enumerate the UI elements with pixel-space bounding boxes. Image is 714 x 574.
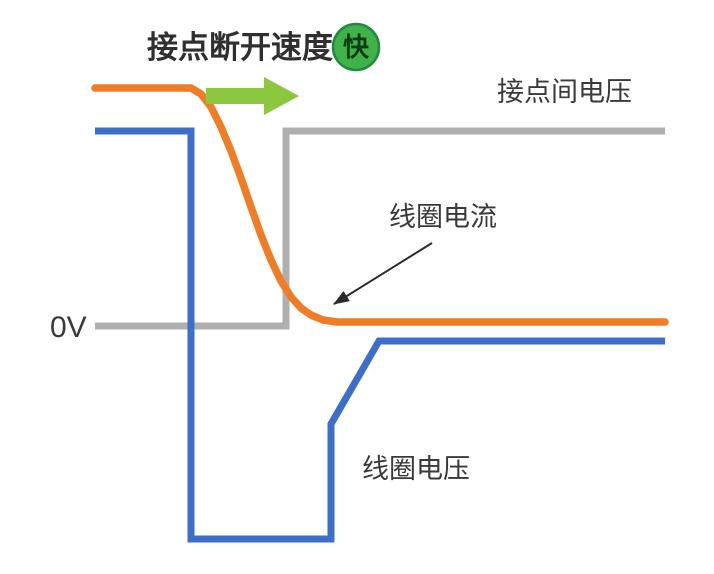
- contact-voltage-label: 接点间电压: [497, 77, 632, 107]
- coil-voltage-label: 线圈电压: [362, 454, 470, 484]
- contact-voltage-line: [95, 127, 665, 330]
- coil-voltage-line: [95, 127, 665, 543]
- fast-badge: [331, 22, 381, 72]
- fast-badge-label: 快: [343, 32, 370, 62]
- diagram-title: 接点断开速度: [147, 30, 333, 65]
- speed-arrow-icon: [206, 77, 299, 115]
- zero-volt-label: 0V: [50, 311, 87, 344]
- coil-current-pointer-arrow: [333, 242, 433, 305]
- coil-current-label: 线圈电流: [389, 202, 497, 232]
- coil-current-line: [91, 84, 669, 326]
